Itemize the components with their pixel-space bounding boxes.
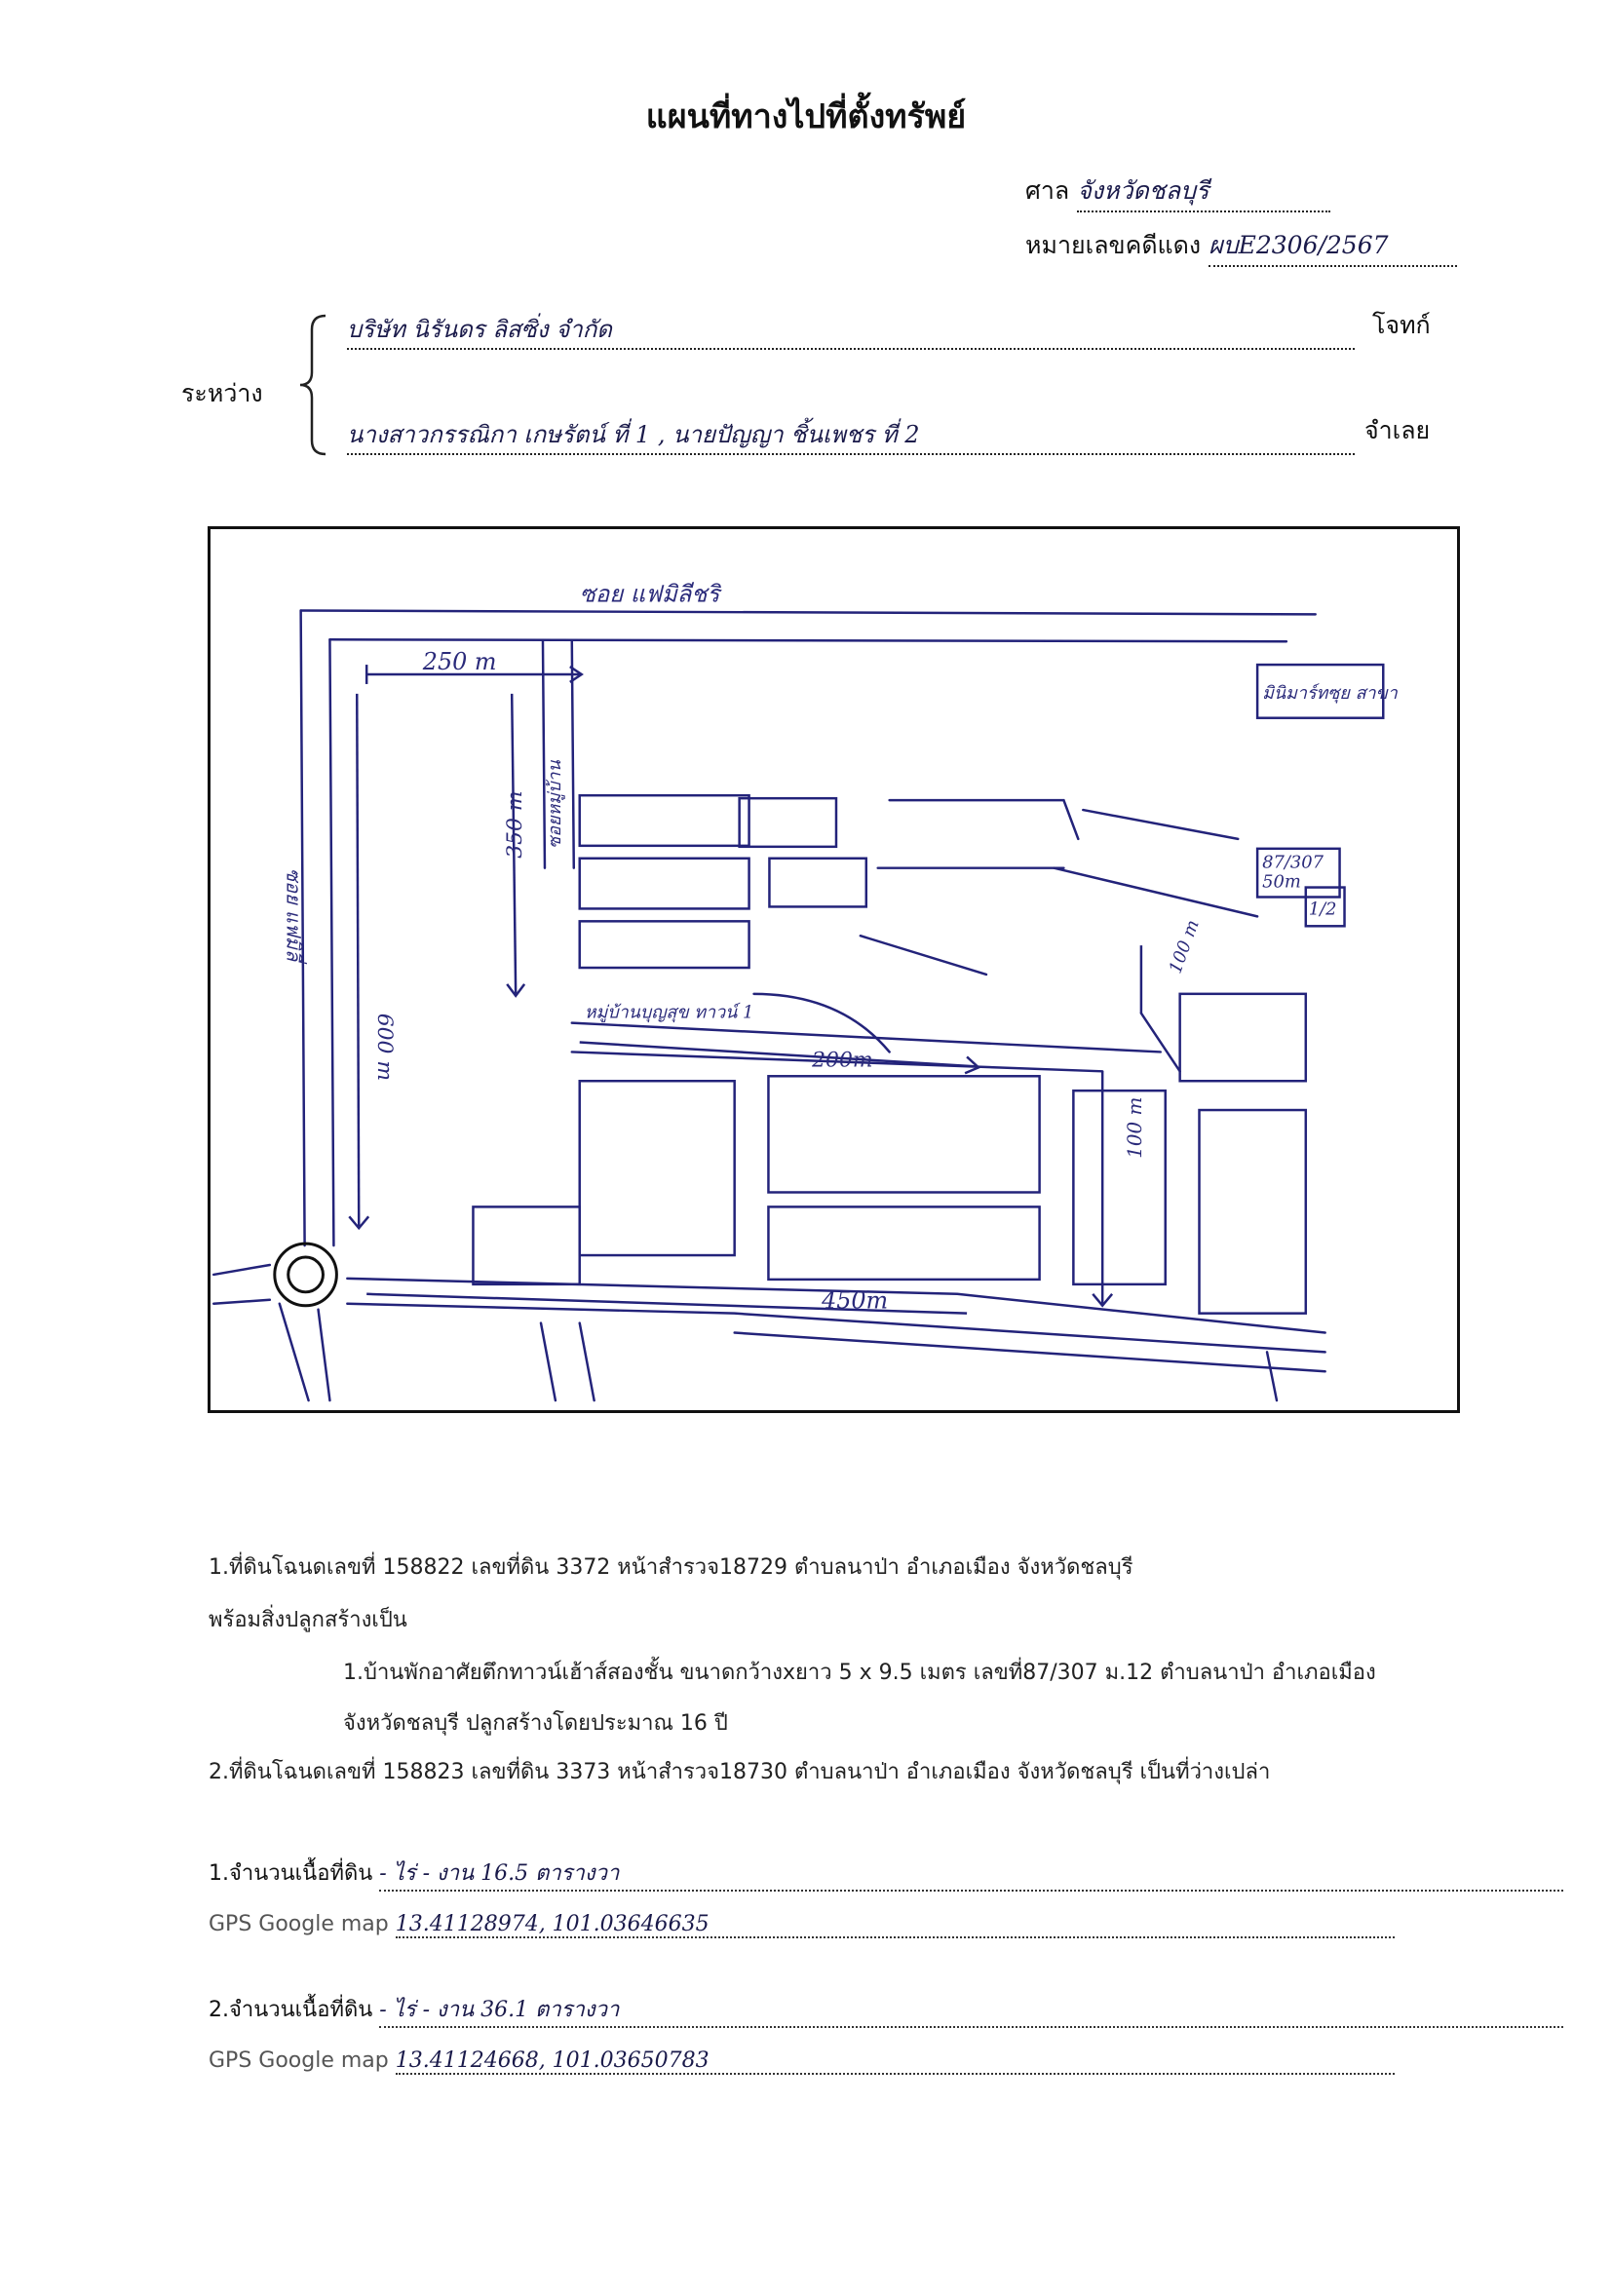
map-label-landmark: มินิมาร์ทซุย สาขา <box>1262 683 1399 704</box>
case-value: ผบE2306/2567 <box>1209 226 1458 267</box>
map-target-plot <box>1304 886 1346 928</box>
map-label-100-a: 100 m <box>1166 917 1204 976</box>
map-target-house <box>1255 847 1341 899</box>
location-map: ซอย แฟมิลีชริ 250 m 350 m 600 m ซอย แฟมิ… <box>208 526 1460 1413</box>
map-road-bottom-a <box>211 1263 272 1277</box>
map-label-200: 200m <box>811 1048 872 1072</box>
map-roundabout <box>273 1242 338 1308</box>
gps-label-1: GPS Google map <box>209 1912 389 1936</box>
page-title: แผนที่ทางไปที่ตั้งทรัพย์ <box>645 97 967 136</box>
area-value-1: - ไร่ - งาน 16.5 ตารางวา <box>379 1856 1564 1892</box>
plaintiff-value: บริษัท นิรันดร ลิสซิ่ง จำกัด <box>347 310 1355 350</box>
map-label-soi-top: ซอย แฟมิลีชริ <box>580 581 723 608</box>
map-label-soi-mid: ซอยหมู่บ้าน <box>545 760 565 849</box>
map-drawing: ซอย แฟมิลีชริ 250 m 350 m 600 m ซอย แฟมิ… <box>211 581 1399 1402</box>
defendant-role: จำเลย <box>1364 416 1431 444</box>
map-arrow-350 <box>510 693 518 994</box>
area-label-1: 1.จำนวนเนื้อที่ดิน <box>209 1861 373 1886</box>
court-label: ศาล <box>1025 176 1070 205</box>
detail-building-b: จังหวัดชลบุรี ปลูกสร้างโดยประมาณ 16 ปี <box>343 1711 728 1736</box>
detail-item1: 1.ที่ดินโฉนดเลขที่ 158822 เลขที่ดิน 3372… <box>209 1555 1133 1580</box>
map-landmark-box <box>1255 663 1385 719</box>
plaintiff-role: โจทก์ <box>1372 311 1431 339</box>
detail-item2: 2.ที่ดินโฉนดเลขที่ 158823 เลขที่ดิน 3373… <box>209 1760 1271 1784</box>
map-label-soi-left: ซอย แฟมิลี่ <box>283 868 308 965</box>
gps-line-2: GPS Google map 13.41124668, 101.03650783 <box>209 2048 1395 2075</box>
map-road-top-outer <box>299 609 1317 616</box>
map-label-target: 87/307 <box>1262 853 1324 873</box>
area-line-2: 2.จำนวนเนื้อที่ดิน - ไร่ - งาน 36.1 ตารา… <box>209 1992 1564 2028</box>
map-label-350: 350 m <box>503 790 527 858</box>
map-label-village: หมู่บ้านบุญสุข ทาวน์ 1 <box>585 1003 754 1023</box>
detail-building-a: 1.บ้านพักอาศัยตึกทาวน์เฮ้าส์สองชั้น ขนาด… <box>343 1661 1376 1685</box>
map-label-50: 50m <box>1262 872 1301 893</box>
gps-label-2: GPS Google map <box>209 2048 389 2073</box>
detail-item1-sub: พร้อมสิ่งปลูกสร้างเป็น <box>209 1608 407 1632</box>
defendant-value: นางสาวกรรณิกา เกษรัตน์ ที่ 1 , นายปัญญา … <box>347 415 1355 455</box>
map-arrow-600 <box>356 693 361 1227</box>
map-road-village <box>570 1021 1163 1053</box>
map-arrow-200 <box>579 1041 978 1068</box>
case-number-line: หมายเลขคดีแดง ผบE2306/2567 <box>1025 226 1458 267</box>
gps-value-1: 13.41128974, 101.03646635 <box>395 1912 1395 1938</box>
map-road-mid-left <box>541 639 547 869</box>
gps-value-2: 13.41124668, 101.03650783 <box>395 2048 1395 2075</box>
map-arrow-450 <box>366 1292 968 1315</box>
map-road-top-inner <box>328 638 1288 643</box>
area-label-2: 2.จำนวนเนื้อที่ดิน <box>209 1998 373 2022</box>
map-road-left-inner <box>328 638 335 1247</box>
map-label-100-b: 100 m <box>1124 1097 1146 1159</box>
map-label-600: 600 m <box>372 1014 397 1081</box>
map-road-left-outer <box>299 609 306 1247</box>
court-value: จังหวัดชลบุรี <box>1077 172 1331 212</box>
area-value-2: - ไร่ - งาน 36.1 ตารางวา <box>379 1992 1564 2028</box>
map-label-plot: 1/2 <box>1309 899 1337 919</box>
map-label-450: 450m <box>821 1287 888 1315</box>
gps-line-1: GPS Google map 13.41128974, 101.03646635 <box>209 1912 1395 1938</box>
between-label: ระหว่าง <box>181 379 263 407</box>
case-label: หมายเลขคดีแดง <box>1025 231 1202 259</box>
map-label-250: 250 m <box>422 648 497 675</box>
brace <box>298 314 327 456</box>
area-line-1: 1.จำนวนเนื้อที่ดิน - ไร่ - งาน 16.5 ตารา… <box>209 1856 1564 1892</box>
court-line: ศาล จังหวัดชลบุรี <box>1025 172 1331 212</box>
